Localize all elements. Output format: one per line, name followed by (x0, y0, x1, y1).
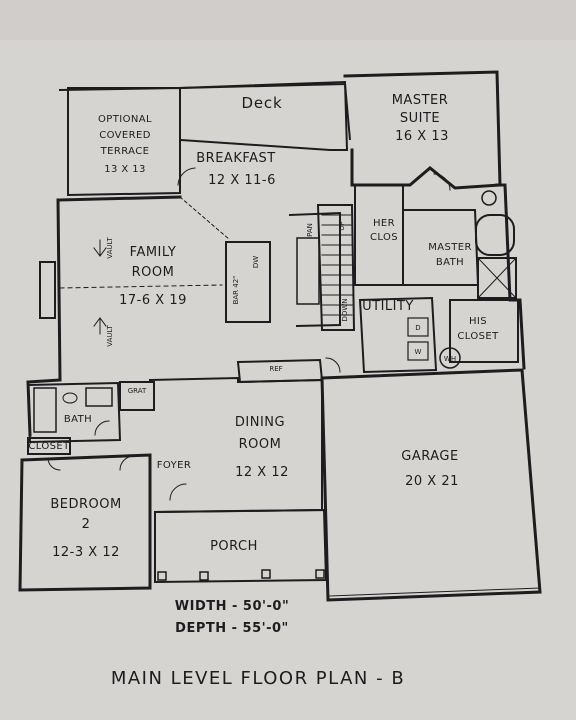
svg-text:13 X 13: 13 X 13 (104, 164, 145, 175)
his-closet-label: HIS CLOSET (457, 316, 499, 342)
svg-text:ROOM: ROOM (132, 265, 175, 280)
foyer-label: FOYER (157, 460, 191, 471)
svg-text:12 X 12: 12 X 12 (235, 465, 289, 480)
svg-text:2: 2 (82, 517, 91, 532)
svg-text:20 X 21: 20 X 21 (405, 474, 459, 489)
closet-label: CLOSET (28, 441, 70, 452)
svg-text:OPTIONAL: OPTIONAL (98, 114, 152, 125)
svg-text:17-6 X 19: 17-6 X 19 (119, 293, 187, 308)
deck-label: Deck (242, 94, 283, 112)
dw-label: DW (252, 256, 260, 268)
walls (18, 70, 542, 602)
svg-text:CLOS: CLOS (370, 232, 398, 243)
dryer-label: D (415, 324, 420, 332)
svg-text:MASTER: MASTER (392, 93, 449, 108)
svg-text:12 X 11-6: 12 X 11-6 (208, 173, 276, 188)
svg-text:BREAKFAST: BREAKFAST (196, 151, 275, 166)
svg-text:COVERED: COVERED (99, 130, 151, 141)
master-suite-label: MASTER SUITE 16 X 13 (392, 93, 449, 144)
svg-text:GARAGE: GARAGE (401, 449, 458, 464)
grat-label: GRAT (128, 387, 147, 395)
svg-text:HIS: HIS (469, 316, 487, 327)
master-bath-label: MASTER BATH (428, 242, 472, 268)
bedroom-2-label: BEDROOM 2 12-3 X 12 (50, 497, 121, 560)
svg-text:12-3 X 12: 12-3 X 12 (52, 545, 120, 560)
svg-text:TERRACE: TERRACE (100, 146, 150, 157)
vault-top-label: VAULT (106, 237, 114, 259)
svg-text:BATH: BATH (436, 257, 464, 268)
svg-text:BEDROOM: BEDROOM (50, 497, 121, 512)
ref-label: REF (269, 365, 282, 373)
svg-text:DINING: DINING (235, 415, 285, 430)
family-room-label: FAMILY ROOM 17-6 X 19 (119, 245, 187, 308)
svg-text:16 X 13: 16 X 13 (395, 129, 449, 144)
vault-bottom-label: VAULT (106, 325, 114, 347)
dining-room-label: DINING ROOM 12 X 12 (235, 415, 289, 480)
her-closet-label: HER CLOS (370, 218, 398, 243)
plan-title: MAIN LEVEL FLOOR PLAN - B (111, 668, 405, 689)
down-label: DOWN (341, 298, 349, 321)
porch-label: PORCH (210, 539, 258, 554)
garage-label: GARAGE 20 X 21 (401, 449, 459, 489)
depth-dimension: DEPTH - 55'-0" (175, 621, 289, 636)
svg-text:MASTER: MASTER (428, 242, 472, 253)
paper-shadow (0, 0, 576, 40)
washer-label: W (415, 348, 422, 356)
bath-label: BATH (64, 414, 92, 425)
svg-text:SUITE: SUITE (400, 111, 440, 126)
up-label: UP (338, 221, 346, 230)
utility-label: UTILITY (362, 299, 414, 314)
width-dimension: WIDTH - 50'-0" (175, 599, 289, 614)
bar-label: BAR 42" (232, 276, 240, 305)
svg-text:HER: HER (373, 218, 395, 229)
wh-label: WH (444, 355, 456, 363)
pan-label: PAN (306, 223, 314, 237)
svg-text:CLOSET: CLOSET (457, 331, 499, 342)
svg-text:ROOM: ROOM (239, 437, 282, 452)
breakfast-label: BREAKFAST 12 X 11-6 (196, 151, 276, 188)
terrace-label: OPTIONAL COVERED TERRACE 13 X 13 (98, 114, 152, 175)
svg-text:FAMILY: FAMILY (130, 245, 177, 260)
